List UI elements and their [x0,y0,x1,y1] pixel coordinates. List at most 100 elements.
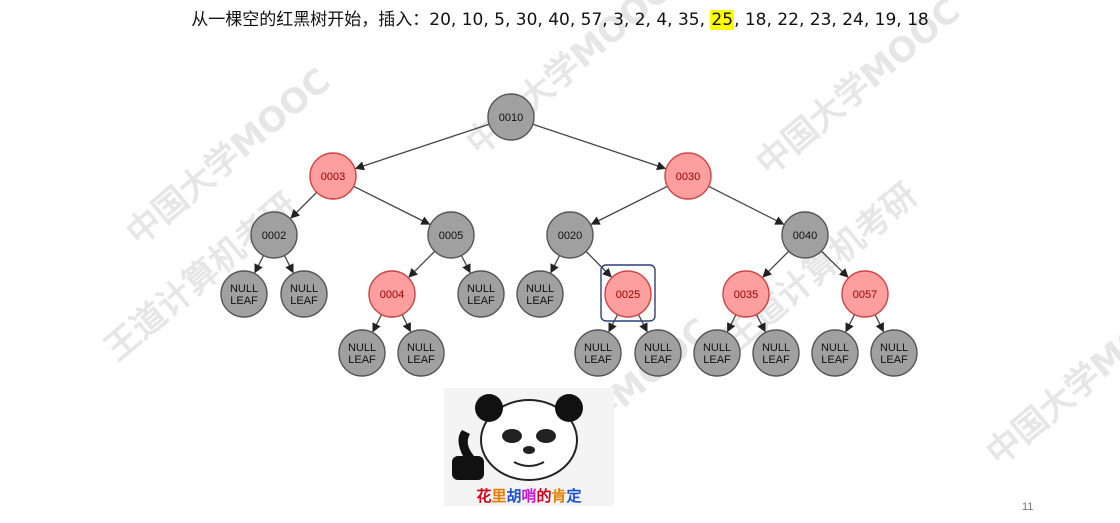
node-circle [722,270,770,318]
node-circle [280,270,328,318]
node-circle [604,270,652,318]
black-node: 0005 [427,211,475,259]
tree-edge [608,314,619,333]
node-circle [250,211,298,259]
node-label: 0004 [380,289,404,301]
node-label: LEAF [821,354,849,366]
tree-edge [755,314,766,333]
node-circle [516,270,564,318]
red-node: 0030 [664,152,712,200]
node-label: 0030 [676,171,700,183]
node-circle [664,152,712,200]
tree-edge [254,255,265,274]
node-label: 0003 [321,171,345,183]
tree-edges [254,123,884,333]
tree-edge [290,191,318,219]
red-node: 0004 [368,270,416,318]
black-node: 0040 [781,211,829,259]
node-label: LEAF [407,354,435,366]
node-label: NULL [762,342,790,354]
node-label: LEAF [584,354,612,366]
node-label: 0057 [853,289,877,301]
node-label: LEAF [348,354,376,366]
node-label: NULL [821,342,849,354]
node-label: LEAF [290,295,318,307]
node-label: NULL [644,342,672,354]
panda-meme-sticker: 花里胡哨的肯定 [444,388,614,506]
red-node: 0057 [841,270,889,318]
node-label: LEAF [703,354,731,366]
tree-edge [372,314,383,333]
red-node: 0035 [722,270,770,318]
node-label: NULL [703,342,731,354]
page-title: 从一棵空的红黑树开始，插入：20, 10, 5, 30, 40, 57, 3, … [0,5,1120,30]
caption-char: 胡 [506,487,522,505]
tree-edge [845,314,856,333]
node-circle [487,93,535,141]
sequence-before: 20, 10, 5, 30, 40, 57, 3, 2, 4, 35, [429,10,711,30]
node-circle [574,329,622,377]
tree-edge [820,250,849,278]
node-circle [781,211,829,259]
tree-edge [532,123,667,171]
focus-box [600,264,656,322]
caption-char: 的 [536,487,552,505]
caption-char: 哨 [521,487,537,505]
node-circle [752,329,800,377]
sequence-after: , 18, 22, 23, 24, 19, 18 [734,10,929,30]
tree-edge [874,314,884,333]
node-label: LEAF [467,295,495,307]
node-label: NULL [230,283,258,295]
tree-edge [550,255,561,274]
node-circle [457,270,505,318]
red-node: 0003 [309,152,357,200]
title-prefix: 从一棵空的红黑树开始，插入： [191,10,430,30]
node-label: 0040 [793,230,817,242]
tree-edge [585,250,612,278]
node-label: LEAF [762,354,790,366]
node-label: NULL [407,342,435,354]
tree-edge [353,185,431,225]
focus-box-layer [600,264,656,322]
node-label: 0020 [558,230,582,242]
tree-edge [590,185,668,225]
node-label: NULL [880,342,908,354]
node-label: NULL [290,283,318,295]
black-node: 0020 [546,211,594,259]
node-label: NULL [584,342,612,354]
node-label: 0010 [499,112,523,124]
node-label: LEAF [230,295,258,307]
black-node: 0010 [487,93,535,141]
node-circle [309,152,357,200]
caption-char: 里 [491,487,507,505]
node-circle [427,211,475,259]
node-label: 0002 [262,230,286,242]
tree-edge [762,250,790,278]
panda-face-icon [452,394,583,481]
node-circle [220,270,268,318]
tree-edge [637,314,648,333]
node-circle [693,329,741,377]
node-label: NULL [348,342,376,354]
tree-edge [354,123,490,171]
node-circle [634,329,682,377]
node-label: 0025 [616,289,640,301]
page-number: 11 [1022,501,1034,513]
red-node: 0025 [604,270,652,318]
node-label: NULL [467,283,495,295]
tree-edge [708,185,785,225]
node-label: NULL [526,283,554,295]
